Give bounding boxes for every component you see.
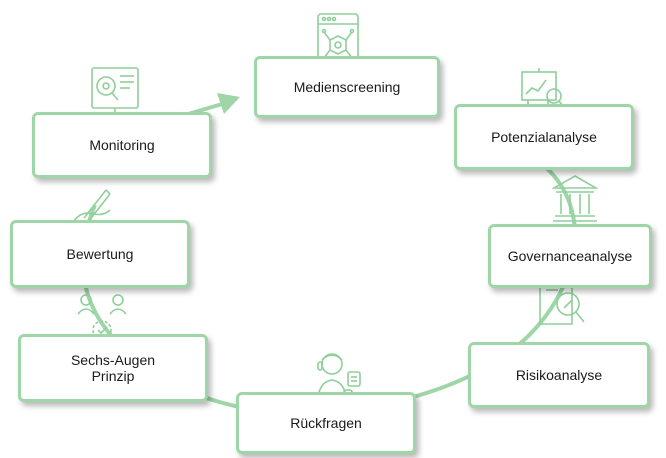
cycle-arrowhead-icon <box>217 93 240 114</box>
step-box-governanceanalyse: Governanceanalyse <box>488 224 652 288</box>
step-box-monitoring: Monitoring <box>32 112 212 178</box>
step-box-medienscreening: Medienscreening <box>254 56 440 118</box>
step-box-potenzialanalyse: Potenzialanalyse <box>454 104 634 170</box>
institution-building-icon <box>552 175 598 222</box>
step-box-risikoanalyse: Risikoanalyse <box>468 342 650 408</box>
step-box-bewertung: Bewertung <box>10 220 190 288</box>
step-box-rueckfragen: Rückfragen <box>236 392 416 454</box>
step-box-sechs-augen-prinzip: Sechs-Augen Prinzip <box>18 334 208 402</box>
